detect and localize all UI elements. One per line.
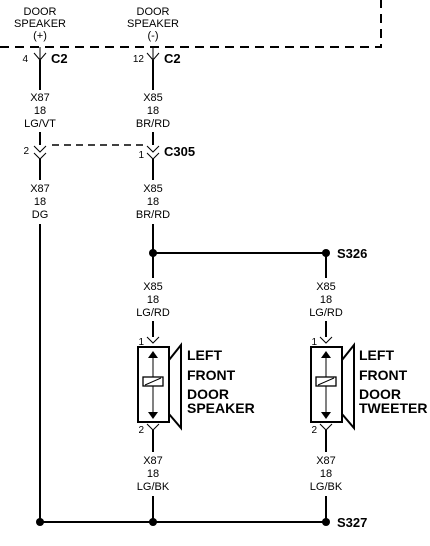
speaker-label-4: SPEAKER [187,400,255,416]
tweeter-pin-bottom-label: 2 [311,425,317,436]
wire-color: BR/RD [136,209,170,221]
wire-code: X85 [143,281,163,293]
speaker-pin-bottom-label: 2 [138,425,144,436]
c2-left-name: C2 [51,51,68,66]
wire-code: X85 [143,92,163,104]
radio-neg-line-2: SPEAKER [127,18,179,30]
radio-pos-line-1: DOOR [24,6,57,18]
wire-right-top-label: X85 18 BR/RD [136,92,170,130]
radio-pos-line-2: SPEAKER [14,18,66,30]
wire-gauge: 18 [147,468,159,480]
radio-boundary [0,0,382,48]
s327-label: S327 [337,515,367,530]
radio-pos-line-3: (+) [33,30,47,42]
c2-right-pin: 12 [133,54,145,65]
c305-right-pin: 1 [138,150,144,161]
wire-speaker-in-label: X85 18 LG/RD [136,281,170,319]
wire-color: DG [32,209,49,221]
c2-left-pin: 4 [22,54,28,65]
c2-right-name: C2 [164,51,181,66]
connector-c2-right: 12 C2 [133,47,181,66]
wire-code: X87 [30,183,50,195]
tweeter-body [310,346,343,423]
wire-tweeter-out-label: X87 18 LG/BK [310,455,343,493]
wire-color: LG/BK [137,481,170,493]
tweeter-pin-bottom [319,423,333,431]
left-front-door-speaker: 1 2 LEFT FRONT DOOR SPEAKER [137,336,255,436]
wire-code: X87 [30,92,50,104]
radio-neg-line-1: DOOR [137,6,170,18]
c305-left-pin: 2 [23,146,29,157]
wire-code: X85 [316,281,336,293]
speaker-pin-top [146,336,160,344]
tweeter-label-2: FRONT [359,367,408,383]
wire-left-top-label: X87 18 LG/VT [24,92,56,130]
wire-gauge: 18 [147,294,159,306]
connector-c2-left: 4 C2 [22,47,68,66]
wire-code: X85 [143,183,163,195]
wire-color: LG/RD [136,307,170,319]
wire-color: LG/BK [310,481,343,493]
wire-gauge: 18 [147,105,159,117]
wire-gauge: 18 [147,196,159,208]
splice-dot [322,518,330,526]
splice-s326: S326 [149,246,367,261]
tweeter-pin-top [319,336,333,344]
speaker-label-2: FRONT [187,367,236,383]
wire-left-mid-label: X87 18 DG [30,183,50,221]
tweeter-label-1: LEFT [359,347,394,363]
tweeter-pin-top-label: 1 [311,337,317,348]
speaker-cone [168,342,182,431]
wire-code: X87 [316,455,336,467]
wire-code: X87 [143,455,163,467]
splice-dot [149,518,157,526]
wire-gauge: 18 [320,294,332,306]
c305-name: C305 [164,144,195,159]
connector-c305: 2 1 C305 [23,144,195,161]
radio-speaker-neg-label: DOOR SPEAKER (-) [127,6,179,42]
speaker-label-3: DOOR [187,386,229,402]
wire-gauge: 18 [34,196,46,208]
radio-speaker-pos-label: DOOR SPEAKER (+) [14,6,66,42]
splice-s327: S327 [36,515,367,530]
speaker-pin-top-label: 1 [138,337,144,348]
wire-speaker-out-label: X87 18 LG/BK [137,455,170,493]
radio-neg-line-3: (-) [148,30,159,42]
wire-color: LG/VT [24,118,56,130]
wire-tweeter-in-label: X85 18 LG/RD [309,281,343,319]
tweeter-label-3: DOOR [359,386,401,402]
tweeter-label-4: TWEETER [359,400,427,416]
splice-dot [36,518,44,526]
wire-right-mid-label: X85 18 BR/RD [136,183,170,221]
wire-gauge: 18 [320,468,332,480]
wire-color: LG/RD [309,307,343,319]
wire-color: BR/RD [136,118,170,130]
left-front-door-tweeter: 1 2 LEFT FRONT DOOR TWEETER [310,336,427,436]
speaker-body [137,346,170,423]
speaker-label-1: LEFT [187,347,222,363]
speaker-pin-bottom [146,423,160,431]
s326-label: S326 [337,246,367,261]
wire-gauge: 18 [34,105,46,117]
tweeter-cone [341,342,355,431]
